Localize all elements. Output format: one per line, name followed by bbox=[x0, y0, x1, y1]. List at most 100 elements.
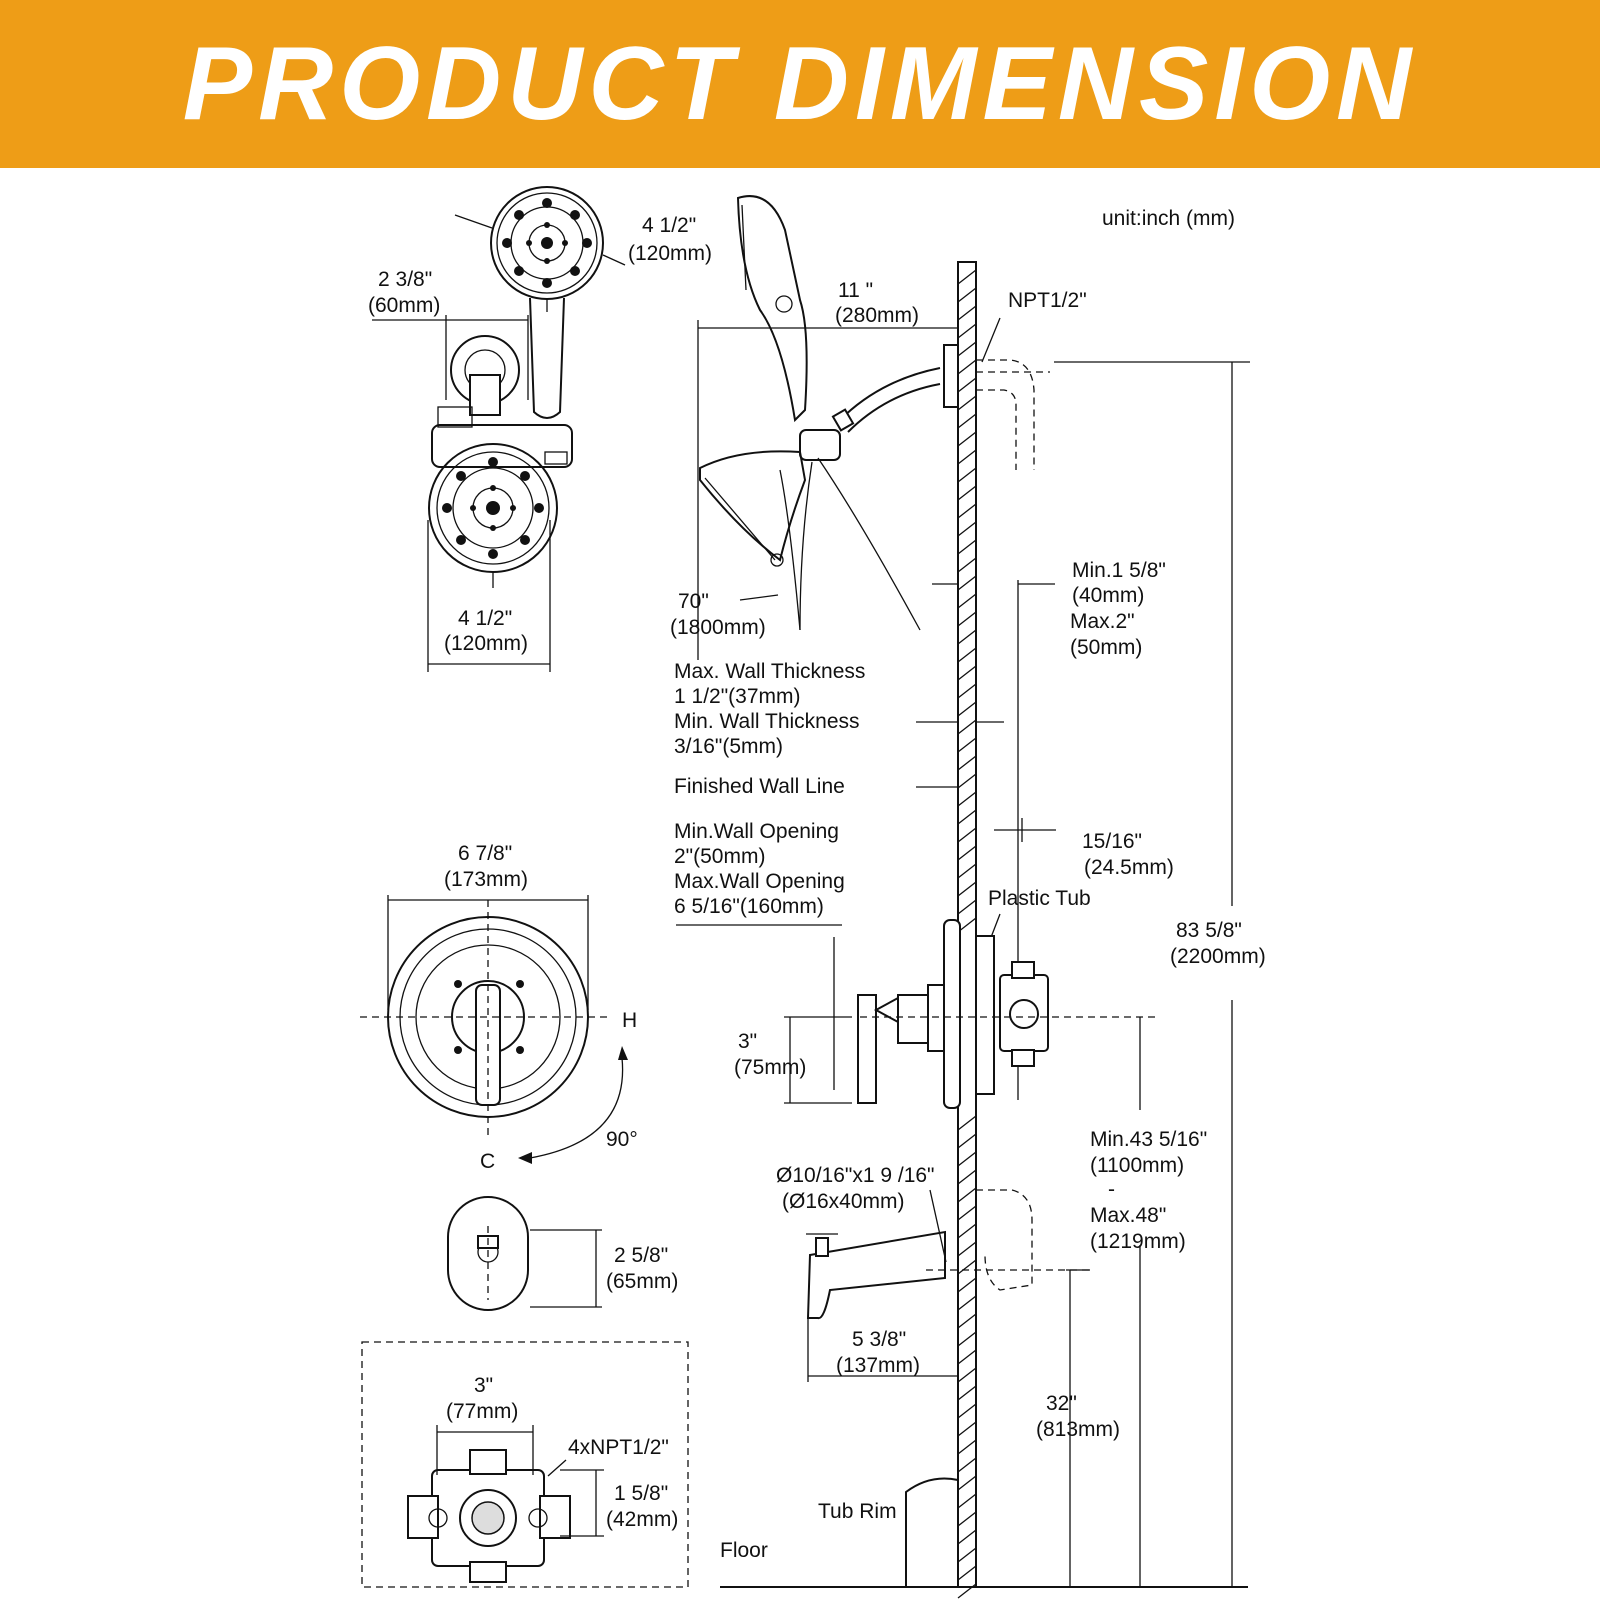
shower-head-front-view: 4 1/2" (120mm) 2 3/8" (60mm) 4 1/2" (120… bbox=[368, 186, 712, 672]
dim-valve-depth-mm: (42mm) bbox=[606, 1508, 678, 1531]
valve-height-dim: Min.43 5/16" (1100mm) - Max.48" (1219mm) bbox=[1090, 1017, 1207, 1587]
dim-spout-reach-mm: (137mm) bbox=[836, 1354, 920, 1377]
wall-hatch-line bbox=[957, 611, 977, 627]
dim-spout-floor-mm: (813mm) bbox=[1036, 1418, 1120, 1441]
wall-hatch-line bbox=[957, 665, 977, 681]
wall-hatch-line bbox=[957, 1565, 977, 1581]
wall-hatch-line bbox=[957, 377, 977, 393]
wall-hatch-line bbox=[957, 1493, 977, 1509]
wall-hatch-line bbox=[957, 449, 977, 465]
wall-hatch-line bbox=[957, 557, 977, 573]
wall-hatch-line bbox=[957, 431, 977, 447]
plastic-tub-label: Plastic Tub bbox=[988, 887, 1091, 910]
page-title: PRODUCT DIMENSION bbox=[182, 26, 1418, 142]
dim-valve-width-mm: (77mm) bbox=[446, 1400, 518, 1423]
wall-hatch-line bbox=[957, 1421, 977, 1437]
wall-hatch-line bbox=[957, 899, 977, 915]
wall-hatch-line bbox=[957, 1277, 977, 1293]
trim-plate-front-view: 6 7/8" (173mm) H C 90° bbox=[360, 842, 638, 1173]
tub-rim-label: Tub Rim bbox=[818, 1500, 897, 1523]
dim-valve-depth-in: 1 5/8" bbox=[614, 1482, 668, 1505]
wall-hatch-line bbox=[957, 1547, 977, 1563]
dim-depth-in: 15/16" bbox=[1082, 830, 1142, 853]
min-opening-value: 2"(50mm) bbox=[674, 845, 765, 868]
wall-hatch-line bbox=[957, 1367, 977, 1383]
dim-valve-sep: - bbox=[1108, 1178, 1115, 1201]
dim-hose-in: 70" bbox=[678, 590, 709, 613]
dim-handle-mm: (75mm) bbox=[734, 1056, 806, 1079]
wall-hatch-line bbox=[957, 521, 977, 537]
dim-handshower-in: 4 1/2" bbox=[642, 214, 696, 237]
min-wall-title: Min. Wall Thickness bbox=[674, 710, 860, 733]
wall-hatch-line bbox=[957, 1115, 977, 1131]
min-wall-value: 3/16"(5mm) bbox=[674, 735, 783, 758]
wall-hatch-line bbox=[957, 827, 977, 843]
wall-hatch-line bbox=[957, 1313, 977, 1329]
max-opening-value: 6 5/16"(160mm) bbox=[674, 895, 824, 918]
floor-label: Floor bbox=[720, 1539, 768, 1562]
header-banner: PRODUCT DIMENSION bbox=[0, 0, 1600, 168]
dim-valve-min-mm: (1100mm) bbox=[1090, 1154, 1184, 1177]
max-wall-value: 1 1/2"(37mm) bbox=[674, 685, 801, 708]
wall-hatch-line bbox=[957, 1475, 977, 1491]
wall-hatch-line bbox=[957, 485, 977, 501]
spout-pipe-label: Ø10/16"x1 9 /16" bbox=[776, 1164, 935, 1187]
wall-hatch-line bbox=[957, 773, 977, 789]
dim-head-mm: (120mm) bbox=[444, 632, 528, 655]
wall-hatch-line bbox=[957, 881, 977, 897]
wall-hatch-line bbox=[957, 1439, 977, 1455]
valve-side-view: 3" (75mm) bbox=[734, 919, 1160, 1109]
wall-hatch-line bbox=[957, 629, 977, 645]
unit-label: unit:inch (mm) bbox=[1102, 207, 1235, 230]
wall-notes: Max. Wall Thickness 1 1/2"(37mm) Min. Wa… bbox=[674, 660, 1174, 941]
wall-hatch-line bbox=[957, 791, 977, 807]
dim-trim-in: 6 7/8" bbox=[458, 842, 512, 865]
wall-hatch-line bbox=[957, 1457, 977, 1473]
tub-spout-side-view: Ø10/16"x1 9 /16" (Ø16x40mm) 5 3/8" (137m… bbox=[720, 1164, 1248, 1588]
dim-pipe-min-mm: (40mm) bbox=[1072, 584, 1144, 607]
dimension-drawing: 4 1/2" (120mm) 2 3/8" (60mm) 4 1/2" (120… bbox=[360, 186, 1266, 1599]
wall-hatch-line bbox=[957, 755, 977, 771]
wall-hatch-line bbox=[957, 269, 977, 285]
wall-hatch-line bbox=[957, 1133, 977, 1149]
wall-hatch-line bbox=[957, 1187, 977, 1203]
dim-depth-mm: (24.5mm) bbox=[1084, 856, 1174, 879]
rough-in-valve-view: 3" (77mm) 4xNPT1/2" 1 5/8" (42mm) bbox=[361, 1341, 689, 1588]
wall-hatch-line bbox=[957, 647, 977, 663]
wall-hatch-line bbox=[957, 1385, 977, 1401]
wall-hatch-line bbox=[957, 413, 977, 429]
dim-total-in: 83 5/8" bbox=[1176, 919, 1242, 942]
dim-handshower-mm: (120mm) bbox=[628, 242, 712, 265]
shower-side-view: 11 " (280mm) 70" (1800mm) bbox=[670, 195, 958, 660]
wall-hatch-line bbox=[957, 593, 977, 609]
dim-pipe-min-in: Min.1 5/8" bbox=[1072, 559, 1166, 582]
wall-hatch-line bbox=[957, 467, 977, 483]
wall-hatch-line bbox=[957, 323, 977, 339]
wall-hatch-line bbox=[957, 1349, 977, 1365]
dim-handle-in: 3" bbox=[738, 1030, 757, 1053]
dim-spout-reach-in: 5 3/8" bbox=[852, 1328, 906, 1351]
wall-hatch-line bbox=[957, 719, 977, 735]
min-opening-title: Min.Wall Opening bbox=[674, 820, 839, 843]
finished-wall-label: Finished Wall Line bbox=[674, 775, 845, 798]
wall-hatch-line bbox=[957, 863, 977, 879]
dim-spout-height-in: 2 5/8" bbox=[614, 1244, 668, 1267]
dim-trim-mm: (173mm) bbox=[444, 868, 528, 891]
dim-bracket-in: 2 3/8" bbox=[378, 268, 432, 291]
wall-hatch-line bbox=[957, 1331, 977, 1347]
wall-hatch-line bbox=[957, 539, 977, 555]
rotation-label: 90° bbox=[606, 1128, 638, 1151]
dim-head-in: 4 1/2" bbox=[458, 607, 512, 630]
wall-hatch-line bbox=[957, 1241, 977, 1257]
wall-hatch-line bbox=[957, 683, 977, 699]
wall-hatch-line bbox=[957, 1223, 977, 1239]
wall-hatch-line bbox=[957, 809, 977, 825]
dim-valve-max-mm: (1219mm) bbox=[1090, 1230, 1186, 1253]
wall-hatch-line bbox=[957, 359, 977, 375]
wall-hatch-line bbox=[957, 395, 977, 411]
wall-hatch-line bbox=[957, 341, 977, 357]
dim-valve-max-in: Max.48" bbox=[1090, 1204, 1166, 1227]
wall-hatch-line bbox=[957, 701, 977, 717]
wall-hatch-line bbox=[957, 503, 977, 519]
wall-hatch-line bbox=[957, 287, 977, 303]
